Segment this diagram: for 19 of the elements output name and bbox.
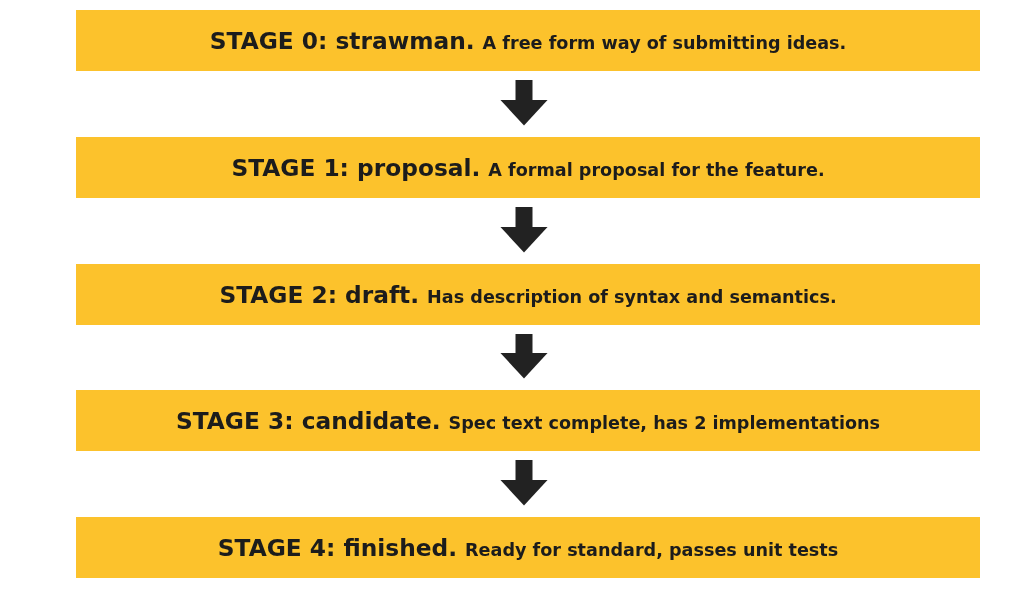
stage-title: STAGE 0: strawman. (209, 26, 475, 55)
stage-box (76, 10, 980, 71)
stage-box (76, 264, 980, 325)
stage-box (76, 517, 980, 578)
stage-title: STAGE 3: candidate. (175, 406, 441, 435)
arrow (500, 334, 548, 379)
stage-description: Ready for standard, passes unit tests (465, 539, 839, 561)
stage-box (76, 390, 980, 451)
stage-title: STAGE 2: draft. (219, 280, 420, 309)
arrow (500, 207, 548, 253)
stage-description: Has description of syntax and semantics. (427, 286, 837, 308)
stage-title: STAGE 4: finished. (217, 533, 458, 562)
stage-title: STAGE 1: proposal. (231, 153, 481, 182)
stage-description: A free form way of submitting ideas. (482, 32, 847, 54)
stage-box (76, 137, 980, 198)
arrow (500, 80, 548, 126)
stage-description: Spec text complete, has 2 implementations (448, 412, 881, 434)
arrow (500, 460, 548, 506)
stage-description: A formal proposal for the feature. (488, 159, 825, 181)
